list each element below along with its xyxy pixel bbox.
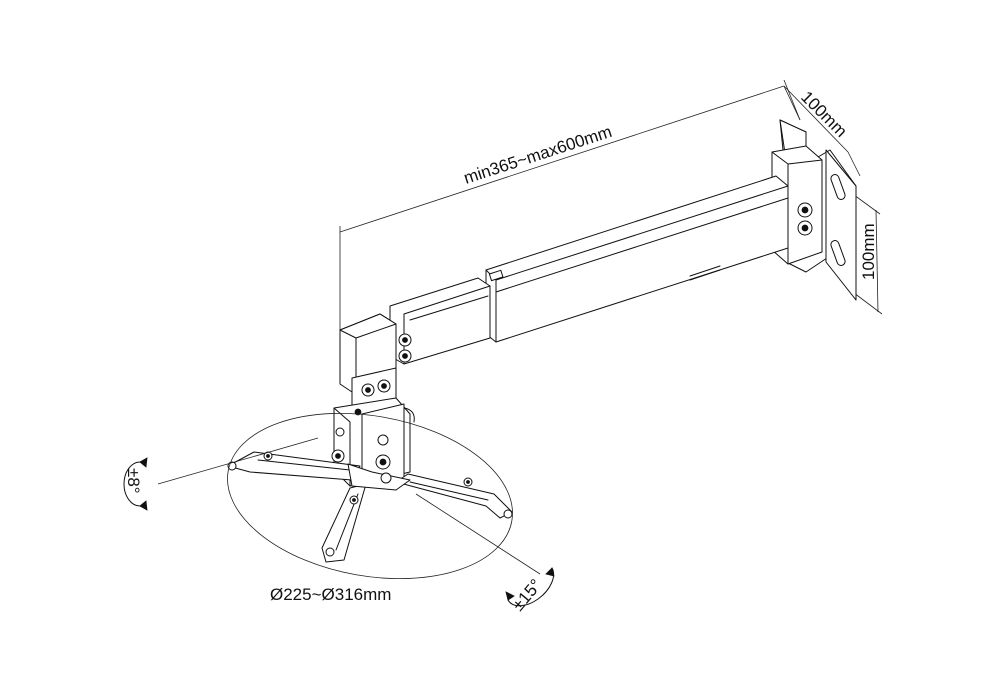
outer-arm-tube — [485, 175, 789, 343]
diameter-label: Ø225~Ø316mm — [270, 585, 391, 604]
tilt-head — [331, 397, 415, 487]
tilt-angle-label: ±8° — [124, 468, 143, 494]
side-height-dimension: 100mm — [849, 191, 883, 315]
spider-arms — [227, 451, 513, 563]
mounting-circle — [227, 412, 513, 580]
inner-arm-tube — [389, 277, 491, 365]
rotate-indicator: ±15° — [415, 493, 555, 615]
tilt-indicator: ±8° — [123, 437, 319, 511]
side-height-label: 100mm — [859, 223, 878, 280]
rotate-angle-label: ±15° — [509, 576, 546, 615]
length-dimension-label: min365~max600mm — [461, 122, 614, 188]
